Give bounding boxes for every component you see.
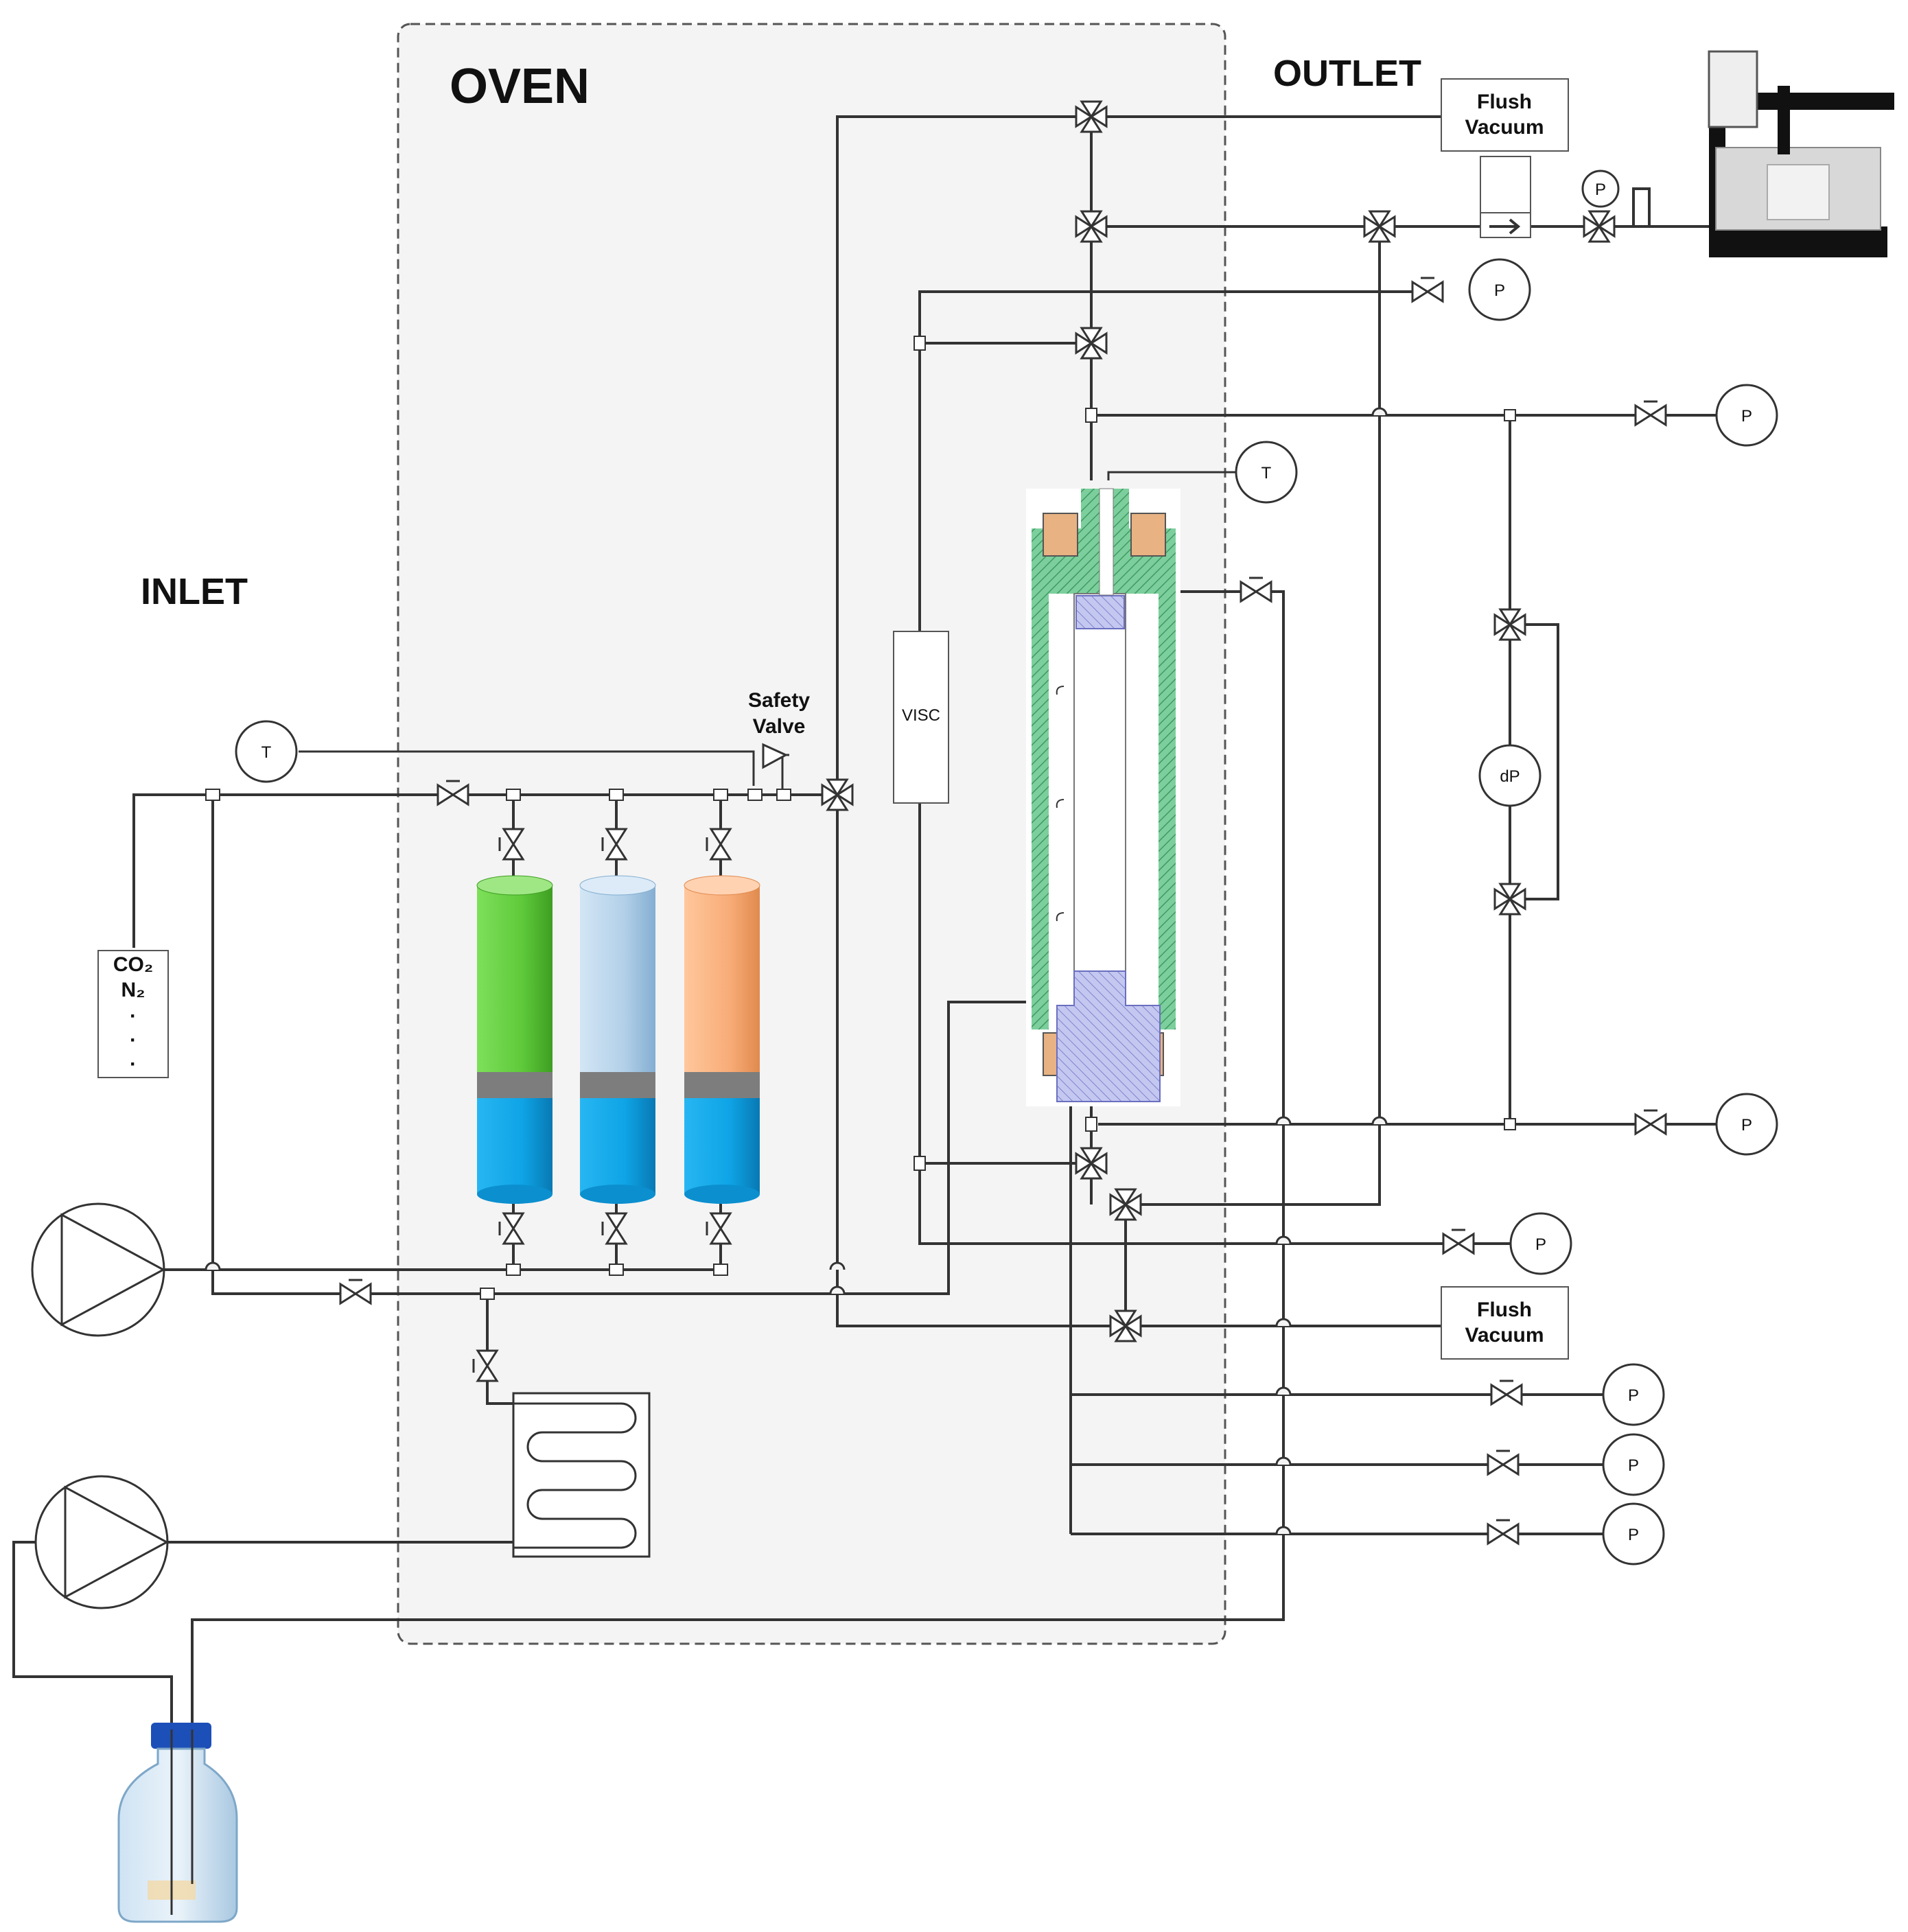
oven-enclosure: [397, 23, 1226, 1645]
back-pressure-regulator-icon[interactable]: [1480, 156, 1531, 238]
oven-label: OVEN: [450, 59, 590, 114]
valve-icon[interactable]: [1490, 1380, 1523, 1406]
three-way-valve-icon[interactable]: [821, 778, 854, 811]
gauge-icon: P: [1715, 1093, 1778, 1156]
gauge-label: P: [1494, 281, 1505, 300]
gauge-label: P: [1741, 407, 1752, 426]
valve-icon[interactable]: [498, 828, 525, 861]
pipe-crossings: [205, 407, 1388, 1535]
valve-icon[interactable]: [1442, 1229, 1475, 1255]
gauge-label: P: [1628, 1386, 1639, 1405]
flush-top-label-2: Vacuum: [1465, 116, 1544, 139]
gas-supply-box: CO₂ N₂ · · ·: [97, 950, 169, 1078]
flush-bottom-label-1: Flush: [1477, 1299, 1532, 1321]
gauge-label: P: [1628, 1456, 1639, 1475]
three-way-valve-icon[interactable]: [1075, 210, 1108, 243]
valve-icon[interactable]: [601, 828, 628, 861]
gauge-icon: P: [1602, 1363, 1665, 1426]
three-way-valve-icon[interactable]: [1075, 327, 1108, 360]
three-way-valve-icon[interactable]: [1109, 1188, 1142, 1221]
transfer-cylinder-green: [476, 875, 553, 1204]
valve-icon[interactable]: [601, 1212, 628, 1245]
valve-icon[interactable]: [498, 1212, 525, 1245]
tee-fittings: [205, 336, 1516, 1300]
gas-dot-2: ·: [130, 1029, 137, 1051]
gauge-icon: P: [1602, 1433, 1665, 1496]
gauge-label: P: [1595, 181, 1606, 199]
piping: [12, 115, 1730, 1730]
valve-icon[interactable]: [1411, 277, 1444, 303]
valve-icon[interactable]: [1240, 577, 1272, 603]
visc-label: VISC: [902, 706, 940, 725]
heat-exchanger-icon: [512, 1392, 651, 1558]
transfer-cylinder-lightblue: [579, 875, 656, 1204]
gauge-label: P: [1741, 1116, 1752, 1134]
gauge-icon: P: [1715, 384, 1778, 447]
gauge-icon: P: [1509, 1212, 1572, 1275]
gas-n2-label: N₂: [121, 979, 146, 1001]
safety-valve-label-2: Valve: [753, 715, 806, 738]
flush-vacuum-box-top[interactable]: Flush Vacuum: [1441, 78, 1569, 152]
gauge-label: P: [1535, 1235, 1546, 1254]
three-way-valve-icon[interactable]: [1075, 100, 1108, 133]
valve-icon[interactable]: [1487, 1519, 1520, 1546]
valve-icon[interactable]: [1634, 400, 1667, 427]
bottle-icon: [117, 1723, 238, 1923]
valve-icon[interactable]: [1487, 1450, 1520, 1476]
flush-vacuum-box-bottom[interactable]: Flush Vacuum: [1441, 1286, 1569, 1360]
viscometer-box: VISC: [893, 631, 949, 804]
gas-dot-1: ·: [130, 1005, 137, 1027]
gauge-label: T: [1261, 464, 1272, 482]
three-way-valve-icon[interactable]: [1363, 210, 1396, 243]
flush-bottom-label-2: Vacuum: [1465, 1324, 1544, 1347]
gauge-icon: P: [1581, 170, 1620, 208]
gauge-icon: P: [1468, 258, 1531, 321]
three-way-valve-icon[interactable]: [1075, 1147, 1108, 1180]
valve-icon[interactable]: [339, 1279, 372, 1305]
outlet-label: OUTLET: [1273, 53, 1421, 94]
core-holder-icon: [1026, 488, 1180, 1106]
valve-icon[interactable]: [706, 1212, 732, 1245]
safety-valve-label-1: Safety: [748, 689, 810, 712]
gauge-label: T: [261, 743, 272, 762]
valve-icon[interactable]: [437, 780, 469, 806]
transfer-cylinder-orange: [684, 875, 760, 1204]
valve-icon[interactable]: [706, 828, 732, 861]
three-way-valve-icon[interactable]: [1583, 210, 1616, 243]
pump-icon[interactable]: [31, 1202, 166, 1337]
inlet-label: INLET: [141, 571, 248, 612]
gauge-icon: dP: [1478, 744, 1541, 807]
flush-top-label-1: Flush: [1477, 91, 1532, 113]
valve-icon[interactable]: [1634, 1109, 1667, 1136]
safety-valve-icon[interactable]: [762, 743, 789, 769]
valve-icon[interactable]: [472, 1349, 499, 1382]
gauge-icon: T: [235, 720, 298, 783]
three-way-valve-icon[interactable]: [1493, 608, 1526, 641]
gas-co2-label: CO₂: [113, 953, 153, 976]
gas-dot-3: ·: [130, 1053, 137, 1075]
gauge-icon: P: [1602, 1502, 1665, 1566]
three-way-valve-icon[interactable]: [1109, 1310, 1142, 1342]
fraction-collector-icon: [1708, 50, 1894, 257]
gauge-label: P: [1628, 1526, 1639, 1544]
gauge-icon: T: [1235, 441, 1298, 504]
three-way-valve-icon[interactable]: [1493, 883, 1526, 916]
pump-icon[interactable]: [34, 1475, 170, 1609]
gauge-label: dP: [1500, 767, 1520, 786]
